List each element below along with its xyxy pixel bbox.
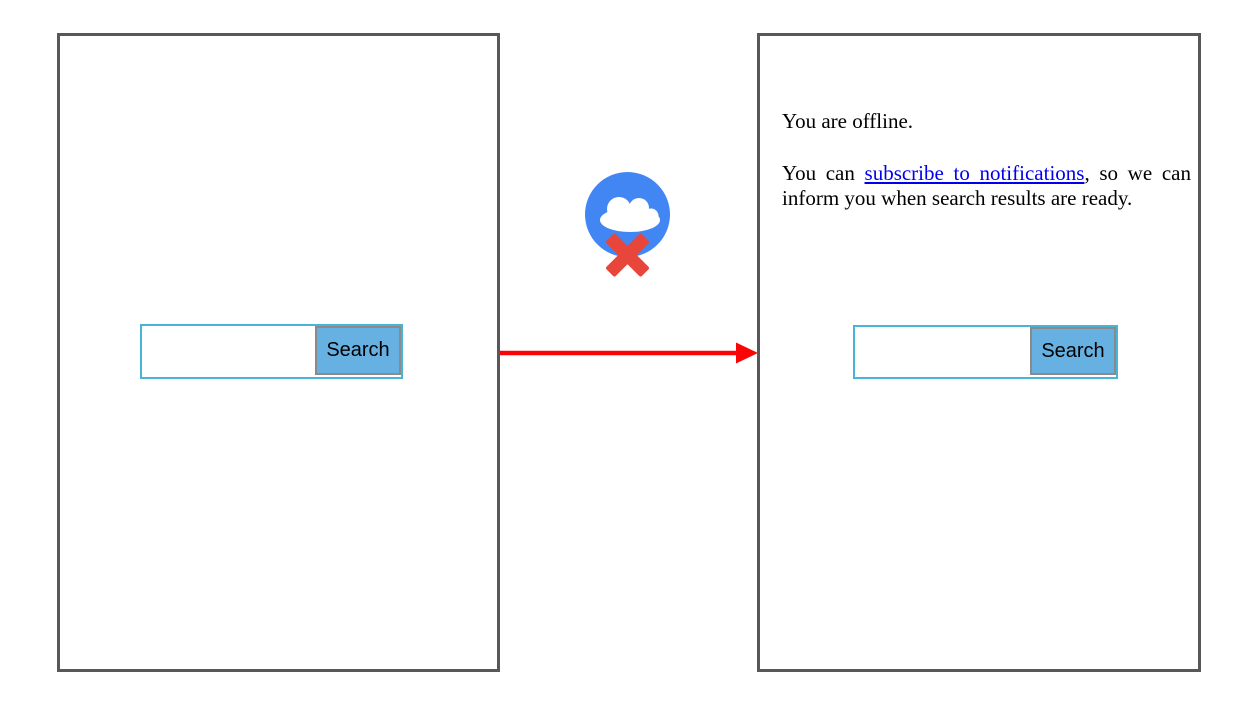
- offline-message: You are offline. You can subscribe to no…: [782, 109, 1191, 211]
- notify-text-prefix: You can: [782, 161, 865, 185]
- offline-status-text: You are offline.: [782, 109, 914, 133]
- flow-arrow-icon: [500, 342, 758, 364]
- notify-text: You can subscribe to notifications, so w…: [782, 161, 1191, 211]
- subscribe-link[interactable]: subscribe to notifications: [864, 161, 1085, 185]
- search-button[interactable]: Search: [315, 326, 401, 375]
- screen-frame-offline: You are offline. You can subscribe to no…: [757, 33, 1201, 672]
- screen-frame-online: Search: [57, 33, 500, 672]
- notify-text-suffix: , so we can inform you when search resul…: [782, 161, 1191, 210]
- search-button[interactable]: Search: [1030, 327, 1116, 375]
- x-mark-icon: [606, 233, 649, 277]
- offline-cloud-icon: [585, 172, 670, 277]
- search-form: Search: [140, 324, 403, 379]
- search-form: Search: [853, 325, 1118, 379]
